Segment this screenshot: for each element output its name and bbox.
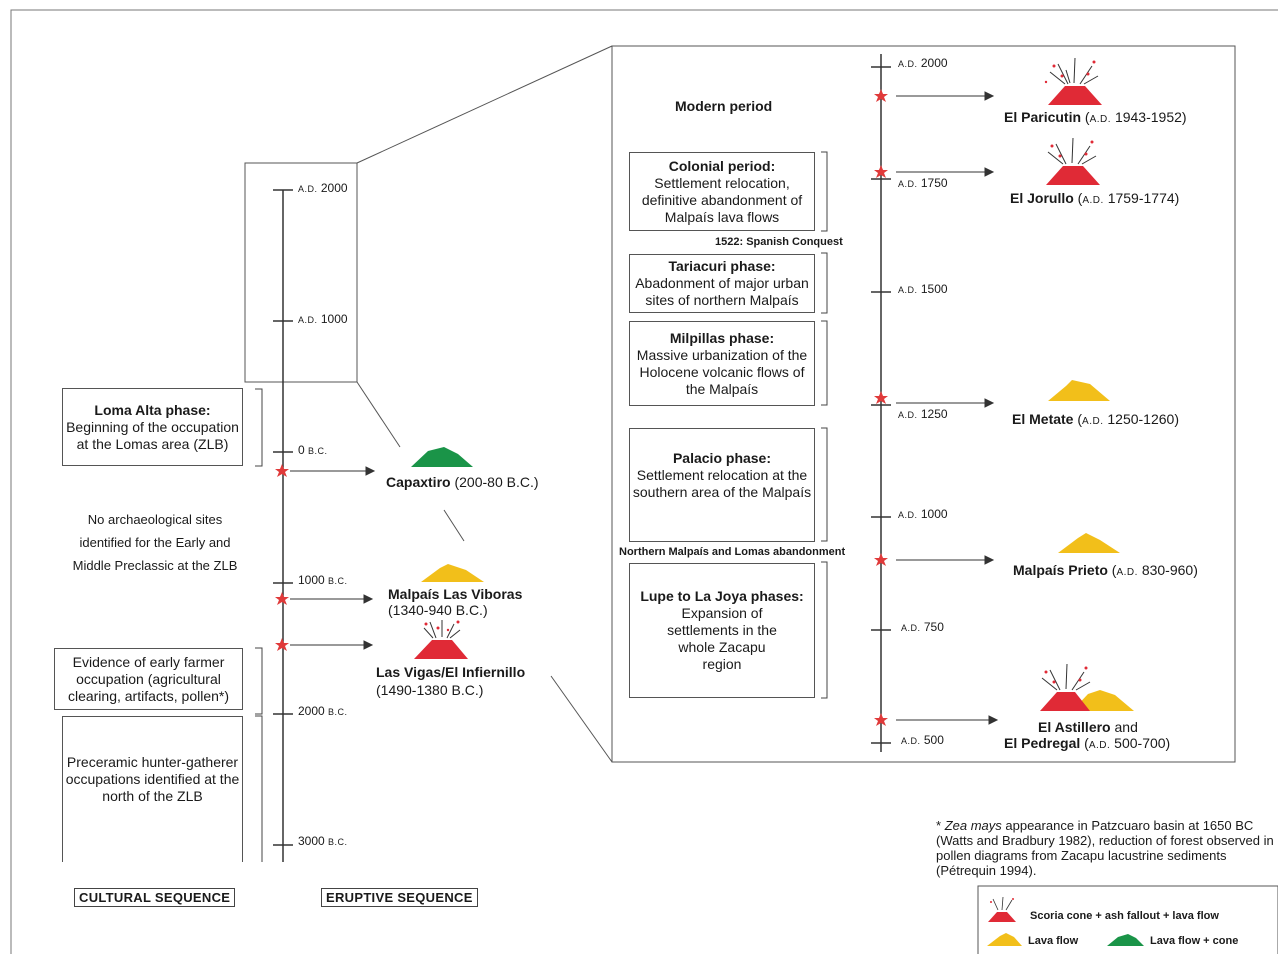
legend-lava-label: Lava flow [1028,935,1079,947]
legend-scoria-label: Scoria cone + ash fallout + lava flow [1030,910,1219,922]
palacio-box: Palacio phase: Settlement relocation at … [629,428,815,542]
zoom-connector-bottom-c [550,675,613,763]
colonial-box: Colonial period: Settlement relocation, … [629,152,815,231]
capaxtiro-label: Capaxtiro (200-80 B.C.) [386,474,539,490]
milpillas-text: Massive urbanization of the Holocene vol… [636,346,808,397]
right-tick-label-ad1250: A.D. 1250 [898,407,948,421]
palacio-text: Settlement relocation at the southern ar… [632,466,812,500]
tariacuri-text: Abadonment of major urban sites of north… [635,275,809,308]
left-tick-label-1000bc: 1000 B.C. [298,573,348,587]
prieto-label: Malpaís Prieto (A.D. 830-960) [1013,562,1198,578]
vigas-label: Las Vigas/El Infiernillo [376,664,526,680]
paricutin-scoria-icon [1044,57,1102,105]
tariacuri-box: Tariacuri phase: Abadonment of major urb… [629,254,815,313]
jorullo-label: El Jorullo (A.D. 1759-1774) [1010,190,1180,206]
legend-scoria-icon [988,896,1016,922]
modern-period-label: Modern period [675,98,773,114]
astillero-label: El Astillero and [1038,719,1138,735]
eruption-star-markers [275,89,888,726]
cultural-sequence-tag: CULTURAL SEQUENCE [74,888,236,907]
right-tick-label-ad500: A.D. 500 [901,733,944,747]
zoom-box [244,162,358,383]
zoom-connector-top [356,45,613,164]
pedregal-label: El Pedregal (A.D. 500-700) [1004,735,1171,751]
star-marker [874,391,888,404]
loma-alta-box: Loma Alta phase: Beginning of the occupa… [62,388,243,466]
legend-lava-icon [987,933,1022,946]
zoom-connector-bottom-a [356,381,401,448]
viboras-lava-icon [421,564,484,582]
prieto-lava-icon [1058,533,1120,553]
detail-box [611,45,1236,763]
footnote-species: Zea mays [944,818,1002,833]
right-arrows [896,91,999,725]
right-tick-label-ad1500: A.D. 1500 [898,282,948,296]
loma-alta-text: Beginning of the occupation at the Lomas… [66,418,239,452]
left-tick-label-ad1000: A.D. 1000 [298,312,348,326]
paricutin-label: El Paricutin (A.D. 1943-1952) [1004,109,1187,125]
legend-box [977,885,1278,954]
star-marker [275,464,289,477]
legend-lava-cone-label: Lava flow + cone [1150,935,1239,947]
right-tick-label-ad1750: A.D. 1750 [898,176,948,190]
preceramic-box: Preceramic hunter-gatherer occupations i… [62,716,243,862]
capaxtiro-cone-icon [411,447,473,467]
left-arrows [290,466,376,650]
early-farmer-text: Evidence of early farmer occupation (agr… [67,653,230,704]
star-marker [874,165,888,178]
eruptive-sequence-tag: ERUPTIVE SEQUENCE [321,888,478,907]
metate-label: El Metate (A.D. 1250-1260) [1012,411,1179,427]
preceramic-text: Preceramic hunter-gatherer occupations i… [65,754,240,804]
milpillas-title: Milpillas phase: [669,329,775,346]
milpillas-box: Milpillas phase: Massive urbanization of… [629,321,815,406]
left-brackets [255,388,263,862]
footnote-text: appearance in Patzcuaro basin at 1650 BC… [936,818,1274,878]
metate-lava-icon [1048,380,1110,401]
colonial-title: Colonial period: [668,157,776,174]
lupe-box: Lupe to La Joya phases: Expansion of set… [629,563,815,698]
colonial-text: Settlement relocation, definitive abando… [641,174,803,225]
left-tick-label-0bc: 0 B.C. [298,443,328,457]
star-marker [275,592,289,605]
right-timeline [871,54,891,752]
lupe-text: Expansion of settlements in the whole Za… [667,605,777,672]
viboras-date: (1340-940 B.C.) [388,602,488,618]
star-marker [874,553,888,566]
right-brackets [821,151,828,699]
vigas-scoria-icon [414,620,468,659]
astillero-pedregal-icon [1040,663,1134,711]
right-tick-label-ad750: A.D. 750 [901,620,944,634]
early-farmer-box: Evidence of early farmer occupation (agr… [54,648,243,710]
legend-lava-cone-icon [1107,934,1144,946]
no-sites-text: No archaeological sites identified for t… [72,512,238,573]
left-tick-label-3000bc: 3000 B.C. [298,834,348,848]
star-marker [275,638,289,651]
jorullo-scoria-icon [1046,137,1100,185]
left-timeline [273,189,293,862]
star-marker [874,89,888,102]
left-tick-label-2000bc: 2000 B.C. [298,704,348,718]
footnote: * Zea mays appearance in Patzcuaro basin… [936,818,1274,878]
lupe-title: Lupe to La Joya phases: [640,588,804,604]
left-tick-label-ad2000: A.D. 2000 [298,181,348,195]
vigas-date: (1490-1380 B.C.) [376,682,484,698]
right-tick-label-ad2000: A.D. 2000 [898,56,948,70]
loma-alta-title: Loma Alta phase: [94,401,211,418]
right-tick-label-ad1000: A.D. 1000 [898,507,948,521]
spanish-conquest-label: 1522: Spanish Conquest [715,236,843,248]
palacio-title: Palacio phase: [672,449,772,466]
outer-frame [10,9,1278,954]
star-marker [874,713,888,726]
northern-abandon-label: Northern Malpaís and Lomas abandonment [619,546,846,558]
tariacuri-title: Tariacuri phase: [668,258,776,274]
viboras-label: Malpaís Las Viboras [388,586,523,602]
zoom-connector-bottom-b [443,509,465,542]
